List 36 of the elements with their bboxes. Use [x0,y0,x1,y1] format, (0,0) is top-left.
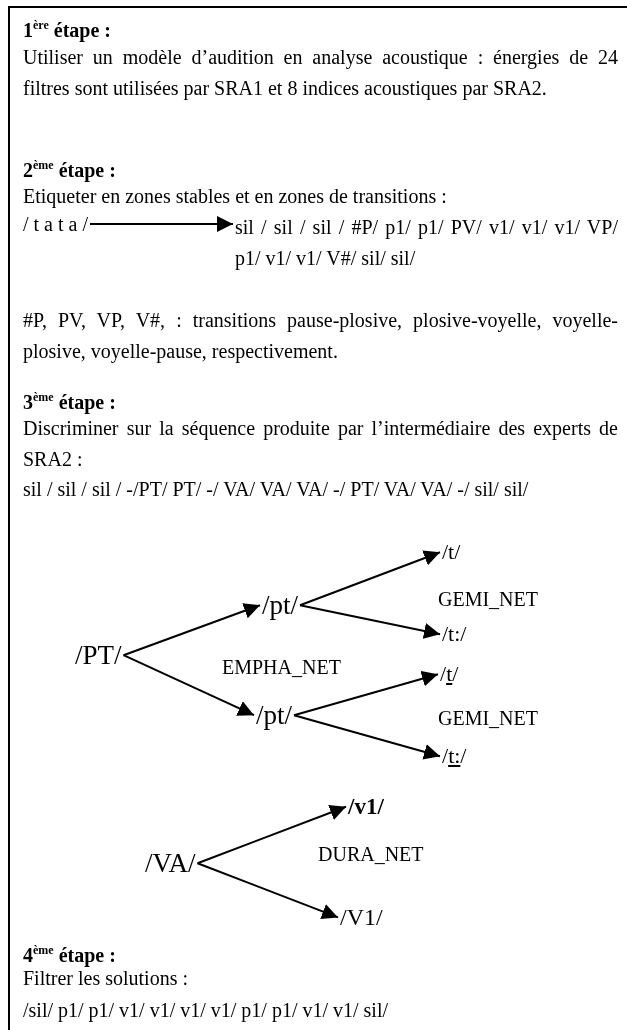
label-sequence: /sil/ p1/ p1/ v1/ v1/ v1/ v1/ p1/ p1/ v1/ v1/ sil/ [23,998,389,1024]
step-text: Etiqueter en zones stables et en zones de transitions : [23,184,447,210]
arrow [196,862,339,920]
arrow [299,550,441,607]
arrow [89,216,234,232]
arrow [299,604,441,639]
network-label: GEMI_NET [438,587,538,612]
arrow [293,714,441,760]
step-heading: 2$^{ème}$ étape : [23,157,116,184]
phoneme-label: /VA/ [145,847,196,880]
network-label: GEMI_NET [438,706,538,731]
label-sequence: sil / sil / sil / -/PT/ PT/ -/ VA/ VA/ VA/ -/ PT/ VA/ VA/ -/ sil/ sil/ [23,477,530,502]
arrow [293,670,439,717]
arrow [196,805,347,865]
legend-paragraph: #P, PV, VP, V#, : transitions pause-plosive, plosive-voyelle, voyelle-plosive, voyelle-pause, respectivement. [23,308,618,365]
step-heading: 3$^{ème}$ étape : [23,389,116,416]
step-paragraph: Discriminer sur la séquence produite par l’intermédiaire des experts de SRA2 : [23,416,618,472]
step-paragraph: Utiliser un modèle d’audition en analyse acoustique : énergies de 24 filtres sont utilisées par SRA1 et 8 indices acoustiques par SRA2. [23,45,618,102]
step-heading: 1$^{ère}$ étape : [23,17,111,44]
step-heading: 4$^{ème}$ étape : [23,942,116,969]
phoneme-label: /t/ [440,661,459,688]
network-label: EMPHA_NET [222,655,341,680]
phoneme-label: /PT/ [75,639,122,672]
phoneme-label: /v1/ [348,793,384,821]
phoneme-label: /t/ [442,539,461,566]
phoneme-label: /t:/ [442,621,467,648]
network-label: DURA_NET [318,842,424,867]
phoneme-label: /V1/ [340,903,383,932]
phoneme-label: /pt/ [262,589,298,622]
phoneme-label: / t a t a / [23,212,88,236]
phoneme-label: /pt/ [256,699,292,732]
phoneme-label: /t:/ [442,743,467,770]
label-sequence: sil / sil / sil / #P/ p1/ p1/ PV/ v1/ v1/ v1/ VP/ p1/ v1/ v1/ V#/ sil/ sil/ [235,212,618,274]
arrow [122,654,255,717]
step-text: Filtrer les solutions : [23,967,188,991]
arrow [122,603,261,657]
